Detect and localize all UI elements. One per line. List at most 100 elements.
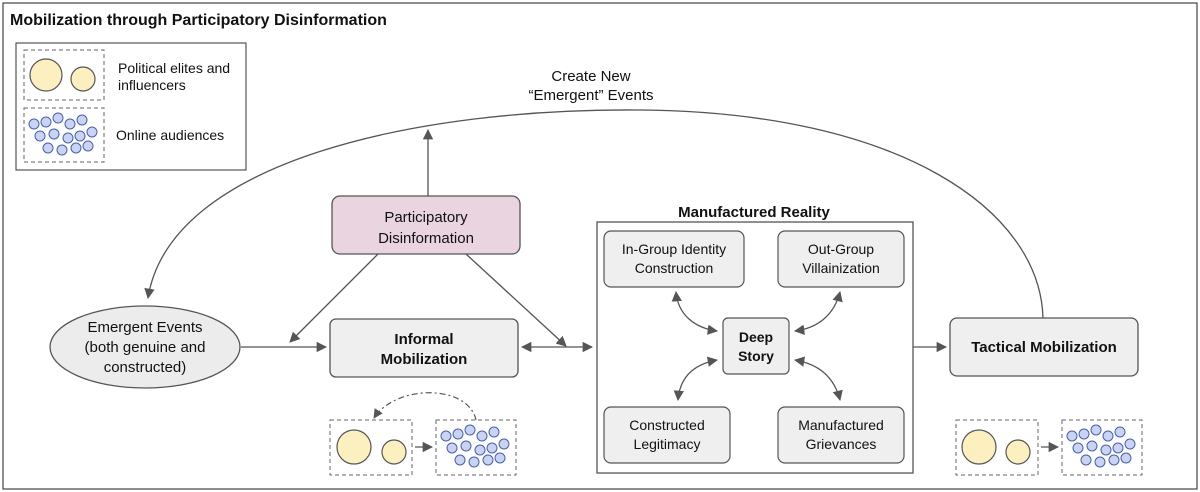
audience-dot <box>1120 452 1132 464</box>
legitimacy-line1: Constructed <box>629 417 704 433</box>
audience-dot <box>1086 440 1098 452</box>
audience-dot <box>64 118 76 130</box>
audience-dot <box>464 424 476 436</box>
informal-elites-box <box>329 419 413 476</box>
audience-dot <box>1124 438 1136 450</box>
grievances-line2: Grievances <box>806 436 877 452</box>
audience-dot <box>42 142 54 154</box>
arrow-audiences-to-elites <box>373 392 477 421</box>
audience-dot <box>468 456 480 468</box>
audience-dot <box>82 140 94 152</box>
legend-elites-box <box>23 49 105 101</box>
audience-dot <box>446 442 458 454</box>
emergent-events-line1: Emergent Events <box>87 319 202 336</box>
arrow-deep-outgroup <box>793 290 843 335</box>
diagram-title: Mobilization through Participatory Disin… <box>10 12 387 29</box>
legitimacy-line2: Legitimacy <box>634 436 701 452</box>
audience-dot <box>1080 454 1092 466</box>
legend-audience-dots <box>28 112 98 156</box>
tactical-mobilization-box <box>949 317 1139 377</box>
elite-circle-large <box>336 429 372 465</box>
arrow-disinfo-to-right <box>465 253 567 347</box>
manufactured-grievances-box <box>777 406 905 464</box>
audience-dot <box>440 430 452 442</box>
informal-mobilization-line1: Informal <box>394 331 453 348</box>
out-group-villainization-box <box>777 230 905 288</box>
elite-circle-large <box>961 429 997 465</box>
in-group-identity-box <box>603 230 745 288</box>
informal-illustration <box>329 392 517 476</box>
informal-mobilization-box <box>329 318 519 378</box>
informal-mobilization-line2: Mobilization <box>381 351 468 368</box>
audience-dot <box>1114 426 1126 438</box>
informal-audience-dots <box>440 424 510 468</box>
audience-dot <box>454 454 466 466</box>
in-group-line1: In-Group Identity <box>622 241 726 257</box>
feedback-arc <box>144 109 1044 319</box>
arrow-deep-ingroup <box>671 290 719 335</box>
audience-dot <box>52 112 64 124</box>
arrow-disinfo-to-left <box>289 253 379 343</box>
out-group-line1: Out-Group <box>808 241 874 257</box>
participatory-disinformation-box <box>331 195 521 255</box>
audience-dot <box>1112 442 1124 454</box>
audience-dot <box>48 128 60 140</box>
create-new-label-line2: “Emergent” Events <box>528 87 653 104</box>
create-new-label-line1: Create New <box>551 68 630 85</box>
audience-dot <box>62 132 74 144</box>
elite-circle-small <box>70 66 96 92</box>
audience-dot <box>498 438 510 450</box>
audience-dot <box>28 118 40 130</box>
audience-dot <box>494 452 506 464</box>
out-group-line2: Villainization <box>802 260 880 276</box>
in-group-line2: Construction <box>635 260 714 276</box>
audience-dot <box>86 126 98 138</box>
emergent-events-line3: constructed) <box>104 359 187 376</box>
deep-story-line2: Story <box>738 348 774 364</box>
elite-circle-large <box>29 58 63 92</box>
audience-dot <box>482 454 494 466</box>
audience-dot <box>488 426 500 438</box>
deep-story-line1: Deep <box>739 329 773 345</box>
informal-audiences-box <box>435 419 517 476</box>
legend-elites-label-line2: influencers <box>118 77 186 93</box>
audience-dot <box>76 114 88 126</box>
tactical-mobilization-label: Tactical Mobilization <box>971 339 1117 356</box>
participatory-disinformation-line2: Disinformation <box>378 230 474 247</box>
audience-dot <box>74 130 86 142</box>
deep-story-box <box>722 317 790 375</box>
audience-dot <box>474 444 486 456</box>
tactical-illustration <box>955 419 1143 476</box>
arrow-deep-grievances <box>793 356 843 402</box>
legend-elites-label-line1: Political elites and <box>118 60 230 76</box>
tactical-audience-dots <box>1066 424 1136 468</box>
participatory-disinformation-line1: Participatory <box>384 209 468 226</box>
audience-dot <box>1102 430 1114 442</box>
audience-dot <box>1066 430 1078 442</box>
audience-dot <box>1094 456 1106 468</box>
legend: Political elites and influencers Online … <box>15 42 247 171</box>
elite-circle-small <box>1005 439 1031 465</box>
grievances-line1: Manufactured <box>798 417 884 433</box>
legend-audiences-label: Online audiences <box>116 127 224 143</box>
emergent-events-ellipse <box>49 305 241 389</box>
audience-dot <box>476 430 488 442</box>
constructed-legitimacy-box <box>603 406 731 464</box>
manufactured-reality-title: Manufactured Reality <box>678 204 830 221</box>
audience-dot <box>40 116 52 128</box>
audience-dot <box>70 142 82 154</box>
legend-audiences-box <box>23 107 105 163</box>
emergent-events-line2: (both genuine and <box>85 339 206 356</box>
audience-dot <box>34 130 46 142</box>
audience-dot <box>1090 424 1102 436</box>
arrow-deep-legitimacy <box>673 356 719 402</box>
audience-dot <box>460 440 472 452</box>
audience-dot <box>56 144 68 156</box>
audience-dot <box>1078 428 1090 440</box>
audience-dot <box>1108 454 1120 466</box>
tactical-audiences-box <box>1061 419 1143 476</box>
tactical-elites-box <box>955 419 1039 476</box>
